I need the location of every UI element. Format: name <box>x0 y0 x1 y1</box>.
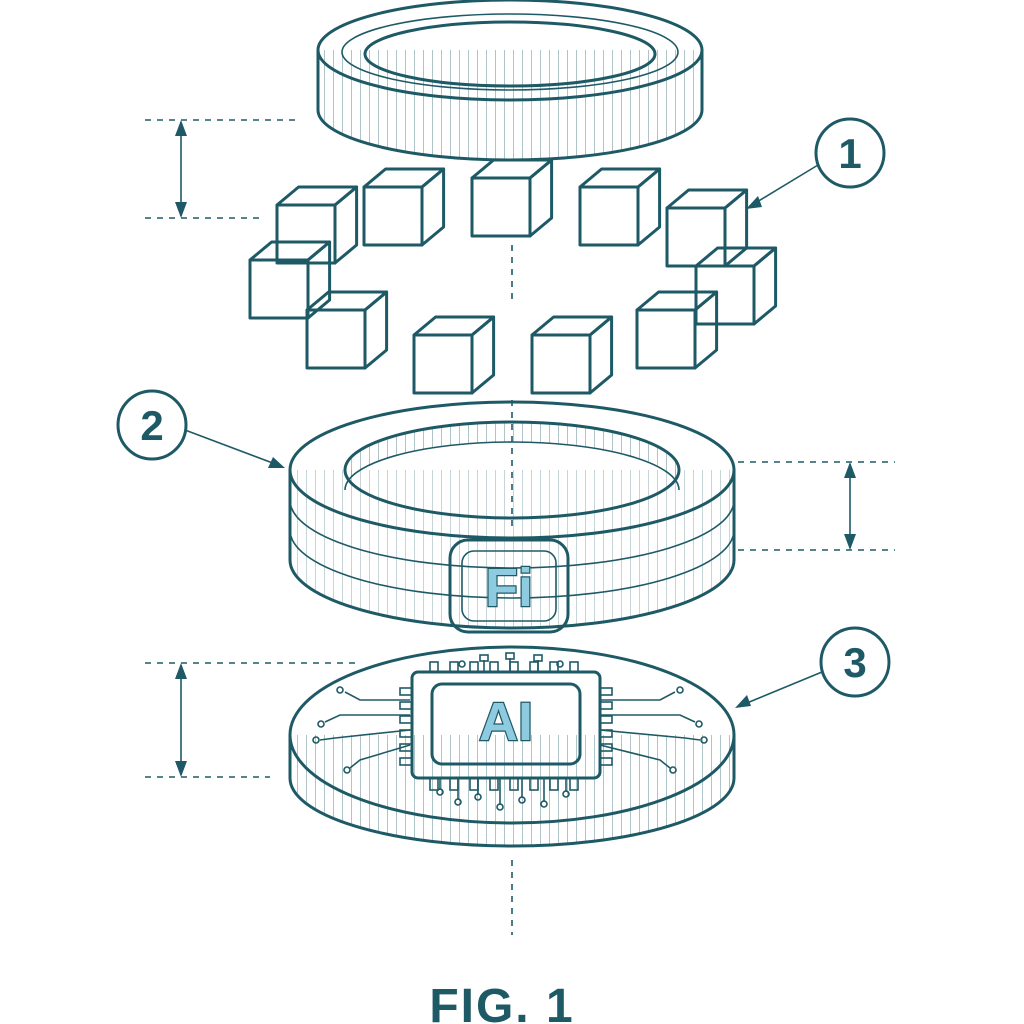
block-cube <box>362 167 446 247</box>
chip-pin <box>599 701 613 710</box>
chip-pin <box>529 661 539 673</box>
chip-pin <box>399 687 413 696</box>
ai-chip: AI <box>399 661 613 791</box>
block-cube <box>305 290 389 370</box>
block-cube <box>578 167 662 247</box>
fi-badge-text: Fi <box>485 558 533 618</box>
chip-pin <box>569 661 579 673</box>
chip-pin <box>399 701 413 710</box>
block-cube <box>248 240 332 320</box>
chip-pin <box>399 729 413 738</box>
block-cube <box>470 158 554 238</box>
chip-pin <box>599 687 613 696</box>
chip-pin <box>399 743 413 752</box>
callout-2-number: 2 <box>140 402 163 449</box>
chip-pin <box>549 777 559 791</box>
ai-chip-text: AI <box>479 692 533 752</box>
block-cube <box>694 246 778 326</box>
chip-pin <box>599 715 613 724</box>
callout-3-number: 3 <box>843 639 866 686</box>
block-cube <box>412 315 496 395</box>
chip-pin <box>469 661 479 673</box>
chip-pin <box>469 777 479 791</box>
callout-3: 3 <box>735 626 891 708</box>
callout-1: 1 <box>746 117 886 209</box>
chip-pin <box>549 661 559 673</box>
block-cube <box>635 290 719 370</box>
top-disc <box>316 0 704 162</box>
chip-pin <box>529 777 539 791</box>
circuit-traces <box>312 652 708 811</box>
chip-pin <box>489 661 499 673</box>
fi-badge: Fi <box>448 538 570 634</box>
block-chain-ring <box>274 200 750 370</box>
chip-pin <box>399 715 413 724</box>
middle-ring <box>288 400 736 630</box>
dimension-marker-middle <box>738 461 895 551</box>
chip-pin <box>429 777 439 791</box>
chip-pin <box>599 743 613 752</box>
figure-caption: FIG. 1 <box>429 980 574 1024</box>
chip-pin <box>449 777 459 791</box>
chip-pin <box>509 661 519 673</box>
chip-pin <box>599 729 613 738</box>
block-cubes <box>248 158 778 395</box>
dimension-marker-bottom <box>145 662 360 778</box>
block-cube <box>530 315 614 395</box>
chip-pin <box>489 777 499 791</box>
chip-pin <box>429 661 439 673</box>
chip-pin <box>509 777 519 791</box>
chip-pin <box>569 777 579 791</box>
chip-pin <box>599 757 613 766</box>
chip-pin <box>449 661 459 673</box>
callout-2: 2 <box>116 389 285 468</box>
block-cube <box>275 185 359 265</box>
callout-1-number: 1 <box>838 130 861 177</box>
chip-pins <box>399 661 613 791</box>
chip-pin <box>399 757 413 766</box>
dimension-marker-top <box>145 119 300 219</box>
